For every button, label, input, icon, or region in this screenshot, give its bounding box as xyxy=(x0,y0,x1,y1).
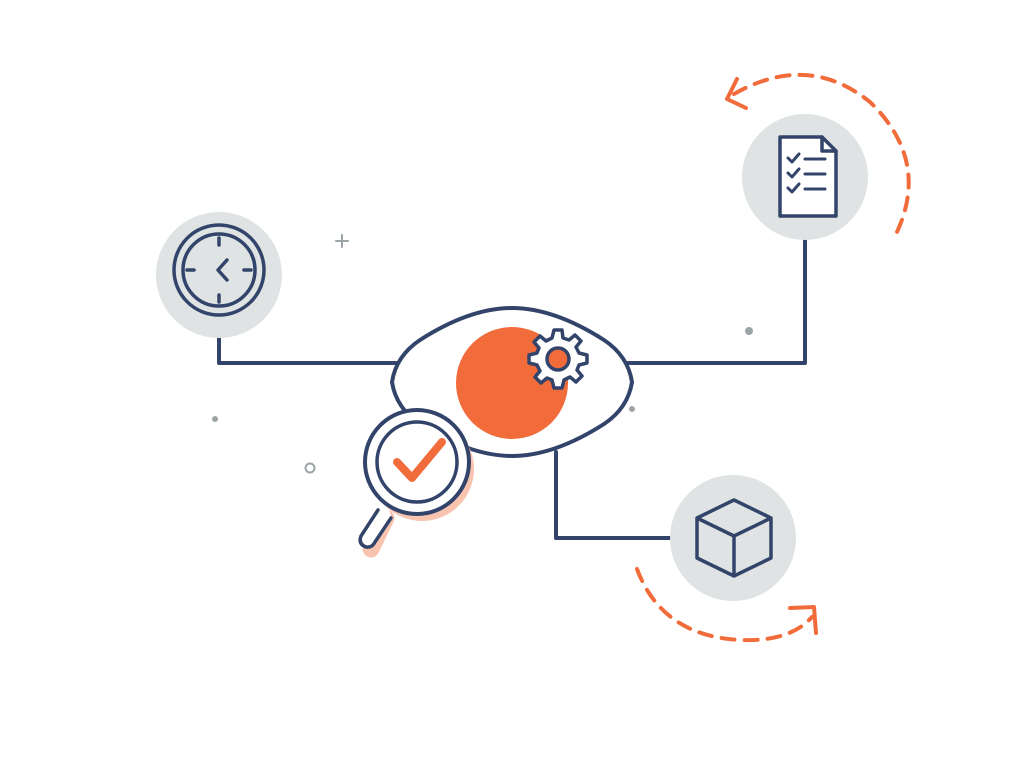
gear-icon xyxy=(527,328,589,390)
magnifier-handle xyxy=(358,507,391,549)
refresh-arrow-bottom-arc xyxy=(635,567,814,643)
clock-icon xyxy=(172,223,266,317)
dot-sparkle xyxy=(629,406,635,412)
checklist-document-icon xyxy=(778,135,838,218)
cube-icon xyxy=(695,498,773,578)
eye-icon xyxy=(390,306,634,458)
connector-lines xyxy=(217,238,807,540)
ring-sparkle xyxy=(304,462,316,474)
cube-node xyxy=(670,475,796,601)
clock-node xyxy=(156,212,282,338)
magnifier-handle-outline xyxy=(358,508,393,549)
refresh-arrow-bottom-head xyxy=(788,605,818,635)
magnifier-icon xyxy=(358,408,474,558)
refresh-arrow-icon xyxy=(635,567,818,643)
dot-sparkle xyxy=(212,416,218,422)
magnifier-lens-inner xyxy=(375,420,459,504)
plus-sparkle xyxy=(335,234,349,248)
clock-node-background xyxy=(156,212,282,338)
refresh-arrow-top-head xyxy=(725,77,748,110)
connector-clock xyxy=(217,336,400,365)
document-node xyxy=(742,114,868,240)
decorative-sparkles xyxy=(212,234,753,474)
refresh-arrow-top-arc xyxy=(732,72,911,234)
refresh-arrow-icon xyxy=(725,72,911,234)
connector-cube xyxy=(554,450,672,540)
dot-sparkle xyxy=(745,327,753,335)
connector-document xyxy=(622,238,807,365)
checkmark-icon xyxy=(393,438,446,482)
